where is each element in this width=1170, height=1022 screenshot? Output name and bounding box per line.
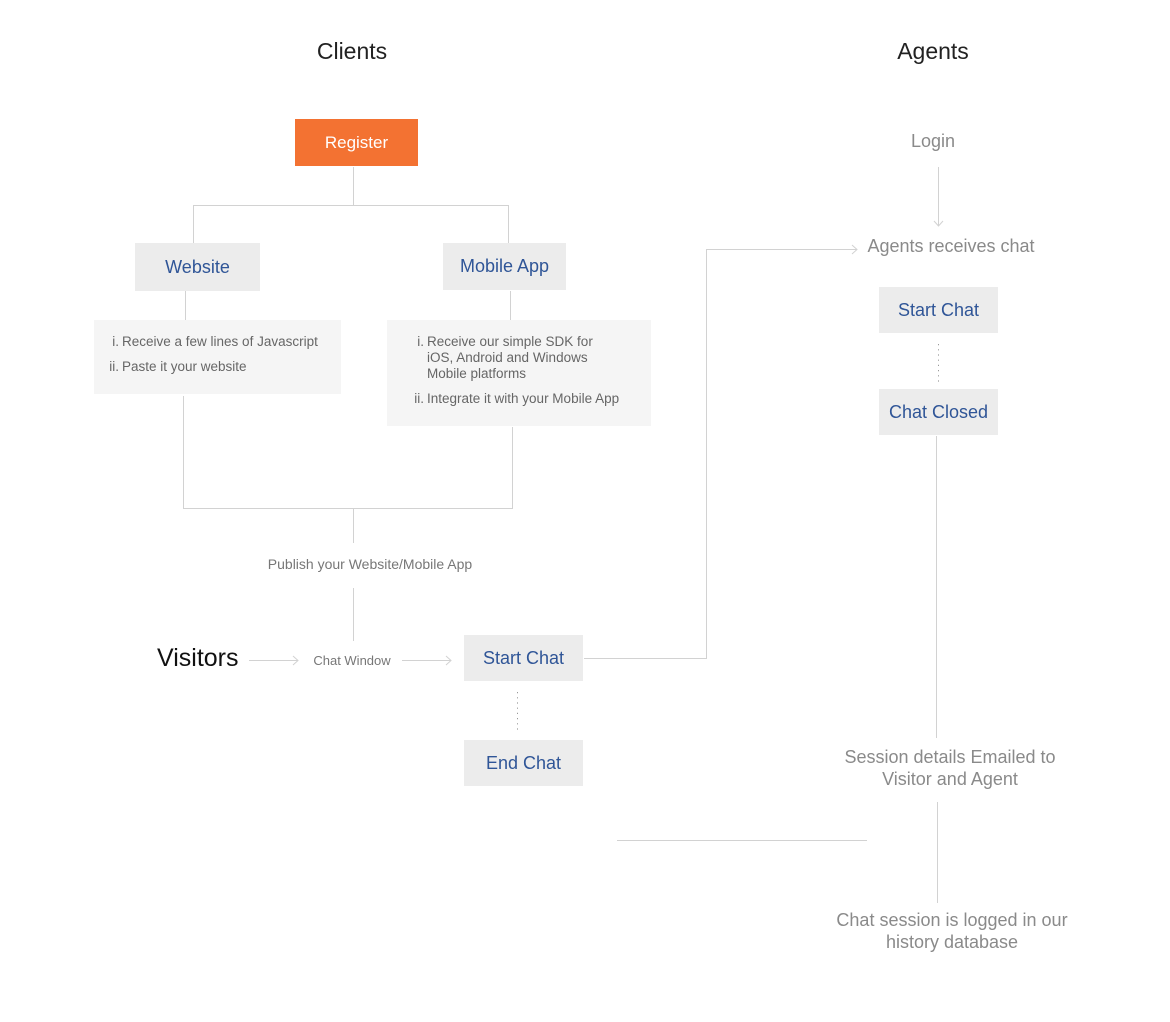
agents-heading: Agents <box>897 38 969 64</box>
mobile-step-1: i. Receive our simple SDK for iOS, Andro… <box>395 334 620 382</box>
step-text: Receive our simple SDK for iOS, Android … <box>427 334 593 381</box>
visitors-label: Visitors <box>157 644 239 672</box>
agent-login-label: Login <box>910 131 956 151</box>
website-step-2: ii. Paste it your website <box>102 359 333 375</box>
mobile-step-2: ii. Integrate it with your Mobile App <box>395 391 643 407</box>
visitor-start-chat-button[interactable]: Start Chat <box>464 635 583 681</box>
website-step-1: i. Receive a few lines of Javascript <box>102 334 333 350</box>
agent-start-chat-button[interactable]: Start Chat <box>879 287 998 333</box>
agent-chat-closed-box[interactable]: Chat Closed <box>879 389 998 435</box>
register-button[interactable]: Register <box>295 119 418 166</box>
arrow-head <box>292 655 299 666</box>
website-box[interactable]: Website <box>135 243 260 291</box>
publish-label: Publish your Website/Mobile App <box>267 556 473 572</box>
session-logged-label: Chat session is logged in our history da… <box>836 910 1068 952</box>
mobile-app-box[interactable]: Mobile App <box>443 243 566 290</box>
arrow-head <box>445 655 452 666</box>
step-number: ii. <box>109 359 119 374</box>
step-text: Receive a few lines of Javascript <box>122 334 318 349</box>
step-number: i. <box>417 334 424 349</box>
session-emailed-label: Session details Emailed to Visitor and A… <box>844 747 1056 789</box>
website-steps-panel: i. Receive a few lines of Javascript ii.… <box>94 320 341 394</box>
step-text: Integrate it with your Mobile App <box>427 391 620 406</box>
mobile-app-steps-panel: i. Receive our simple SDK for iOS, Andro… <box>387 320 651 426</box>
arrow-head <box>933 220 944 227</box>
clients-heading: Clients <box>316 38 388 64</box>
step-number: ii. <box>414 391 424 406</box>
step-text: Paste it your website <box>122 359 247 374</box>
step-number: i. <box>112 334 119 349</box>
agents-receives-chat-label: Agents receives chat <box>867 236 1035 256</box>
chat-window-label: Chat Window <box>313 653 391 668</box>
arrow-head <box>851 244 858 255</box>
visitor-end-chat-button[interactable]: End Chat <box>464 740 583 786</box>
connector-start-chat-to-agents <box>584 249 857 659</box>
